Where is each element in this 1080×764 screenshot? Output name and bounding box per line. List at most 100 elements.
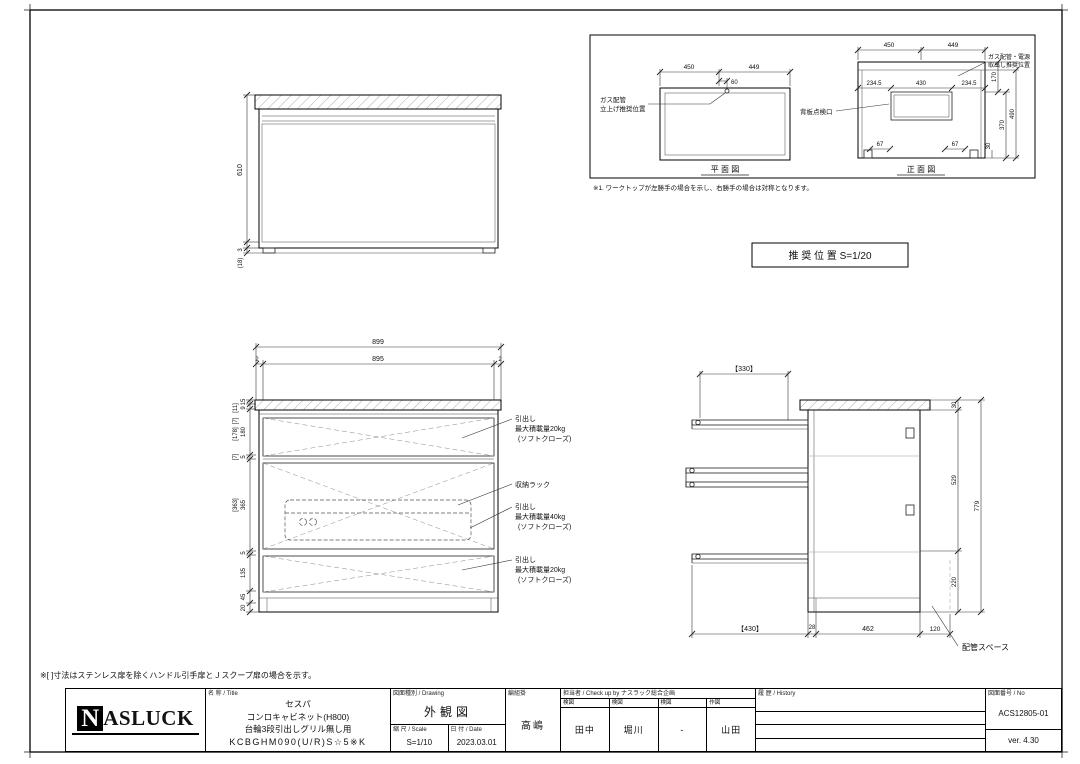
dim-3: 3 — [238, 248, 244, 252]
gas-riser-label-1: ガス配管 — [600, 95, 627, 104]
dim-178-alt: [178] — [233, 427, 239, 441]
checker-3-name: - — [680, 724, 685, 735]
dim-18: (18) — [238, 258, 244, 269]
drawing-type: 外観図 — [423, 704, 472, 719]
front-dim-234-l: 234.5 — [866, 81, 882, 87]
footnote: ※[ ]寸法はステンレス扉を除くハンドル引手扉とＪスクープ扉の場合を示す。 — [40, 670, 316, 680]
drawing-type-header: 図面種別 / Drawing — [393, 691, 445, 697]
title-header: 名 称 / Title — [208, 691, 238, 697]
dim-120: 120 — [930, 626, 941, 633]
dim-30: 30 — [952, 401, 958, 408]
dim-135: 135 — [241, 567, 247, 578]
dim-363-alt: [363] — [233, 498, 239, 512]
drawer-top-label-1: 引出し — [515, 414, 536, 423]
dim-5a: 5 — [241, 455, 247, 459]
checker-3: 検図 - — [658, 699, 708, 751]
dim-330: 【330】 — [731, 365, 757, 373]
front-dim-370: 370 — [1000, 119, 1006, 130]
scale-cell: 縮 尺 / Scale S=1/10 — [391, 725, 448, 751]
drawing-type-cell: 図面種別 / Drawing 外観図 縮 尺 / Scale S=1/10 日 … — [391, 689, 506, 751]
front-view: 899 2 895 2 15 9 [11] [7] 180 [178] 5 [7… — [233, 339, 571, 616]
checker-3-role: 検図 — [658, 699, 707, 708]
drawing-number-cell: 図面番号 / No ACS12805-01 ver. 4.30 — [986, 689, 1061, 751]
front-caption: 正 面 図 — [907, 165, 935, 174]
front-dim-170: 170 — [992, 71, 998, 82]
staff-name: 高嶋 — [521, 721, 545, 732]
front-elevation-view: 610 3 (18) — [237, 91, 502, 269]
dim-895: 895 — [372, 356, 384, 363]
side-view: 【330】 30 529 220 779 【430】 28 462 120 配管… — [685, 365, 1009, 652]
drawer-top-label-2: 最大積載量20kg — [515, 424, 565, 433]
drawing-number: ACS12805-01 — [986, 698, 1061, 730]
history-lines — [756, 698, 985, 751]
checker-4: 作図 山田 — [707, 699, 755, 751]
dim-7a-alt: [7] — [233, 417, 239, 424]
drawer-bot-label-3: (ソフトクローズ) — [518, 575, 571, 584]
scale-value: S=1/10 — [406, 738, 433, 747]
front-subview: 450 449 234.5 430 234.5 ガス配管・電源 取出し推奨位置 … — [800, 42, 1030, 176]
date-header: 日 付 / Date — [450, 727, 482, 733]
plan-caption: 平 面 図 — [711, 165, 739, 174]
sheet-border — [24, 4, 1068, 758]
outlet-label-1: ガス配管・電源 — [988, 53, 1030, 61]
dim-529: 529 — [952, 474, 958, 485]
drawer-mid-label-3: (ソフトクローズ) — [518, 522, 571, 531]
dim-11-alt: [11] — [233, 403, 239, 413]
front-dim-67-r: 67 — [952, 142, 959, 148]
front-dim-490: 490 — [1010, 108, 1016, 119]
drawer-bot-label-2: 最大積載量20kg — [515, 565, 565, 574]
checker-1: 検図 田中 — [561, 699, 610, 751]
pipe-space-label: 配管スペース — [962, 642, 1009, 652]
dim-45: 45 — [241, 593, 247, 600]
checker-1-role: 検図 — [561, 699, 609, 708]
staff-cell: 編組掛 高嶋 — [506, 689, 561, 751]
checker-4-name: 山田 — [721, 725, 742, 735]
date-value: 2023.03.01 — [456, 738, 497, 747]
checker-2: 検図 堀川 — [609, 699, 659, 751]
front-dim-30: 30 — [986, 142, 992, 149]
dim-180: 180 — [241, 426, 247, 437]
checker-2-role: 検図 — [609, 699, 658, 708]
plan-dim-449: 449 — [749, 64, 760, 71]
staff-header: 編組掛 — [508, 691, 527, 697]
product-series: セスパ — [285, 699, 311, 709]
logo-text: ASLUCK — [103, 706, 194, 730]
recommended-position-text: 推 奨 位 置 S=1/20 — [788, 249, 872, 262]
dim-28: 28 — [809, 625, 816, 631]
drawer-mid-label-1: 引出し — [515, 502, 536, 511]
plan-dim-60: 60 — [731, 80, 738, 86]
gas-riser-label-2: 立上げ推奨位置 — [600, 104, 646, 113]
product-description: 台輪3段引出しグリル無し用 — [244, 724, 352, 734]
dim-610: 610 — [237, 164, 244, 176]
dim-779: 779 — [974, 500, 981, 511]
dim-7b-alt: [7] — [233, 453, 239, 460]
front-dim-430: 430 — [916, 81, 927, 87]
dim-899: 899 — [372, 339, 384, 346]
plan-dim-450: 450 — [684, 64, 695, 71]
dim-365: 365 — [241, 499, 247, 510]
drawing-no-header: 図面番号 / No — [988, 691, 1025, 697]
drawing-version: ver. 4.30 — [1008, 736, 1039, 745]
checker-4-role: 作図 — [707, 699, 755, 708]
title-cell: 名 称 / Title セスパ コンロキャビネット(H800) 台輪3段引出しグ… — [206, 689, 391, 751]
history-cell: 履 歴 / History — [756, 689, 986, 751]
recommended-position-detail: 450 449 60 ガス配管 立上げ推奨位置 平 面 図 450 — [589, 34, 1036, 192]
checkup-header: 担当者 / Check up by ナスラック総合企画 — [563, 691, 676, 697]
dim-2-left: 2 — [255, 357, 259, 363]
date-cell: 日 付 / Date 2023.03.01 — [447, 725, 506, 751]
recommended-position-box: 推 奨 位 置 S=1/20 — [751, 242, 909, 268]
plan-subview: 450 449 60 ガス配管 立上げ推奨位置 平 面 図 — [600, 64, 794, 176]
dim-15: 15 — [241, 398, 247, 405]
dim-430: 【430】 — [737, 625, 763, 633]
front-dim-234-r: 234.5 — [961, 81, 977, 87]
checker-2-name: 堀川 — [623, 725, 644, 735]
footnote-text: ※[ ]寸法はステンレス扉を除くハンドル引手扉とＪスクープ扉の場合を示す。 — [40, 670, 316, 680]
outlet-label-2: 取出し推奨位置 — [988, 61, 1030, 69]
drawer-mid-label-2: 最大積載量40kg — [515, 512, 565, 521]
dim-462: 462 — [862, 626, 874, 633]
product-code: KCBGHM090(U/R)S☆5※K — [229, 736, 367, 747]
